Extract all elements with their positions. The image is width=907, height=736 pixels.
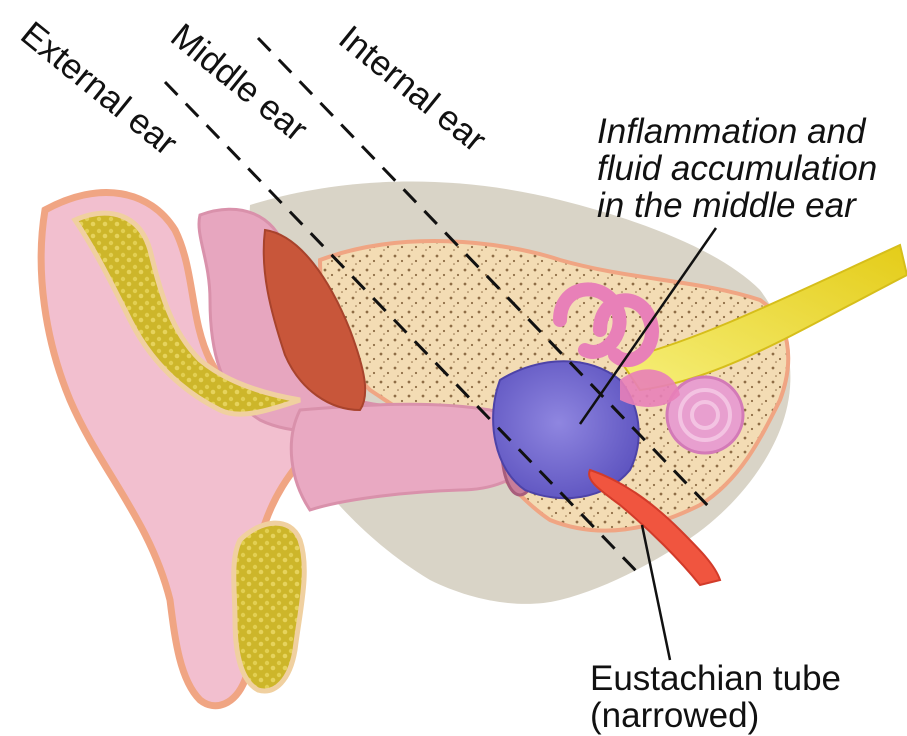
eustachian-line-2: (narrowed)	[590, 697, 841, 734]
inflammation-line-3: in the middle ear	[597, 187, 877, 224]
cartilage-lower	[234, 523, 305, 691]
eustachian-line-1: Eustachian tube	[590, 660, 841, 697]
middle-ear-fluid	[493, 361, 639, 498]
inflammation-label: Inflammation and fluid accumulation in t…	[597, 113, 877, 224]
inflammation-line-1: Inflammation and	[597, 113, 877, 150]
eustachian-tube-label: Eustachian tube (narrowed)	[590, 660, 841, 734]
inflammation-line-2: fluid accumulation	[597, 150, 877, 187]
